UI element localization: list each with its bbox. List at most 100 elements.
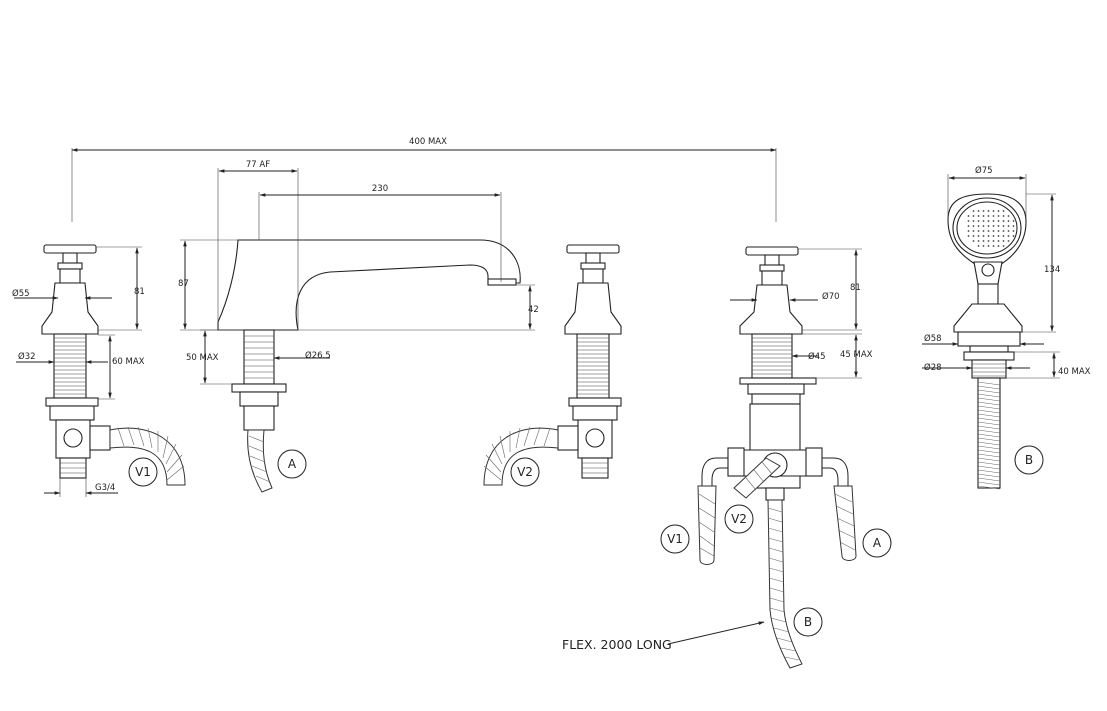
diverter-flange-label: 70 [829,292,840,302]
shower-hole [967,225,970,227]
coil-turn [977,441,1001,446]
shower-hole [982,220,985,222]
shower-hole [987,220,990,222]
shower-hole [977,230,980,232]
shower-hole [977,215,980,217]
shower-hole [1002,245,1005,247]
handset-height-label: 134 [1044,265,1060,275]
shower-hole [1002,210,1005,212]
callout-v1-left: V1 [135,465,151,479]
diverter-flex-hose-coil [767,507,800,661]
left-valve-thread [54,337,86,395]
shower-hole [972,240,975,242]
coil-turn [977,405,1001,410]
diverter-shank-length-label: 45 MAX [840,350,873,360]
shower-hole [1007,230,1010,232]
shower-hole [992,215,995,217]
coil-turn [977,457,1001,462]
shower-hole [982,215,985,217]
shower-hole [987,235,990,237]
coil-turn [977,461,1001,466]
shower-hole [987,240,990,242]
handset-shank-length-label: 40 MAX [1058,367,1091,377]
shower-hole [1007,220,1010,222]
handshower-hose-coil [977,381,1001,490]
coil-turn [977,425,1001,430]
svg-text:Ø26.5: Ø26.5 [305,350,331,361]
spout: 77 AF 230 87 42 50 MAX Ø26.5 A [178,160,539,493]
shower-hole [997,215,1000,217]
coil-turn [977,421,1001,426]
svg-text:Ø32: Ø32 [18,351,36,362]
shower-hole [997,240,1000,242]
left-valve-v1: 81 Ø55 Ø32 60 MAX G3/4 V1 [12,244,186,497]
shower-hole [1002,215,1005,217]
coil-turn [977,397,1001,402]
shower-hole [1002,235,1005,237]
shower-hole [987,210,990,212]
shower-hole [972,235,975,237]
right-valve-thread [577,337,609,395]
diverter-thread [752,337,792,375]
coil-turn [977,485,1001,490]
shower-hole [972,230,975,232]
callout-v1-diverter: V1 [667,532,683,546]
shower-hole [1007,235,1010,237]
coil-turn [977,481,1001,486]
spout-reach-label: 230 [372,184,388,194]
shower-hole [992,220,995,222]
shower-hole [972,225,975,227]
coil-turn [977,417,1001,422]
shower-hole [1007,215,1010,217]
coil-turn [977,385,1001,390]
shower-hole [987,215,990,217]
shower-hole [977,235,980,237]
coil-turn [977,413,1001,418]
overall-width-dimension: 400 MAX [71,137,777,222]
shower-hole [992,225,995,227]
shower-hole [1002,225,1005,227]
shower-hole [972,220,975,222]
right-hose-braid [483,426,551,481]
shower-hole [972,210,975,212]
valve-height-label: 81 [134,287,145,297]
svg-text:Ø55: Ø55 [12,288,30,299]
shower-hole [972,215,975,217]
svg-text:Ø75: Ø75 [975,165,993,176]
coil-turn [977,477,1001,482]
svg-text:Ø58: Ø58 [924,333,942,344]
coil-turn [977,389,1001,394]
spout-af-label: 77 AF [246,160,270,170]
shower-hole [997,225,1000,227]
callout-b-diverter: B [804,615,812,629]
shower-head-holes [967,210,1015,247]
coil-turn [977,449,1001,454]
shower-hole [1007,225,1010,227]
shower-hole [987,225,990,227]
shower-hole [977,245,980,247]
shower-hole [977,225,980,227]
shower-hole [982,240,985,242]
valve-flange-label: 55 [19,289,30,299]
coil-turn [977,465,1001,470]
shower-hole [967,230,970,232]
shower-hole [982,210,985,212]
callout-a-spout: A [288,457,297,471]
coil-turn [977,469,1001,474]
coil-turn [977,473,1001,478]
shower-hole [997,210,1000,212]
valve-shank-length-label: 60 MAX [112,357,145,367]
spout-height-label: 87 [178,279,189,289]
coil-turn [977,401,1001,406]
shower-hole [987,230,990,232]
valve-thread-label: G3/4 [95,483,115,493]
shower-hole [997,230,1000,232]
shower-hole [967,215,970,217]
spout-shank-length-label: 50 MAX [186,353,219,363]
coil-turn [977,409,1001,414]
right-valve-v2: V2 [483,244,622,487]
svg-text:Ø70: Ø70 [822,291,840,302]
callout-v2-right: V2 [517,465,533,479]
shower-hole [997,245,1000,247]
